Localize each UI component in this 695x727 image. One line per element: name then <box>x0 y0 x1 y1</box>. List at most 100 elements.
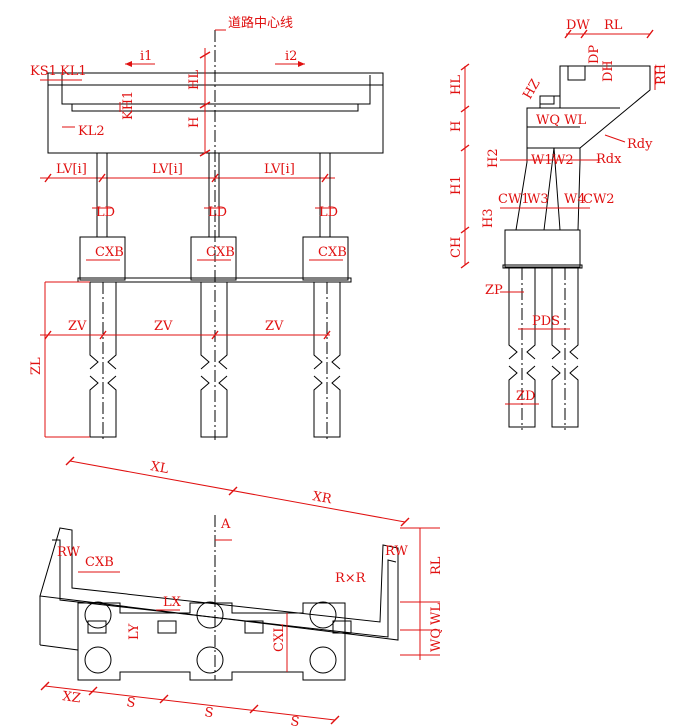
plan-pile-cap <box>77 602 346 681</box>
plan-dim-wl: WL <box>429 603 444 625</box>
tick <box>159 694 169 704</box>
pile-cap-left <box>79 236 126 281</box>
dim-cw1: CW1 <box>498 192 530 207</box>
dim-rl: RL <box>604 18 623 33</box>
dim-kl2: KL2 <box>78 124 105 139</box>
dim-cxb-1: CXB <box>95 245 124 260</box>
dim-cw2: CW2 <box>583 192 615 207</box>
plan-cap-outline <box>39 527 399 641</box>
dim-lx: LX <box>163 595 182 610</box>
bearing <box>332 620 352 634</box>
side-dim-h1: H1 <box>449 175 464 195</box>
plan-pile <box>196 601 224 629</box>
plan-piles <box>84 601 337 674</box>
dim-dh: DH <box>601 60 616 82</box>
dim-lv-2: LV[i] <box>152 162 183 177</box>
dim-ks1: KS1 <box>30 64 57 79</box>
bearing-pad <box>539 95 555 105</box>
dim-w2: W2 <box>552 153 574 168</box>
tick <box>44 330 52 340</box>
plan-cap-inner <box>52 539 397 638</box>
plan-pile <box>84 601 112 629</box>
dim-zv-1: ZV <box>68 319 87 334</box>
dim-rxr: R×R <box>335 571 367 586</box>
dim-lv-3: LV[i] <box>264 162 295 177</box>
pile-cap-center <box>190 236 237 281</box>
label-a: A <box>220 517 231 532</box>
side-pile-right <box>551 268 579 428</box>
dim-rdy: Rdy <box>627 137 653 152</box>
dim-s-line <box>44 685 336 721</box>
dim-w3: W3 <box>527 192 549 207</box>
slope-arrowhead-left <box>125 61 132 67</box>
plan-dim-rl: RL <box>429 556 444 575</box>
side-dim-ch: CH <box>449 237 464 258</box>
slope-i1: i1 <box>140 49 152 64</box>
dim-rdx: Rdx <box>596 152 622 167</box>
side-stem <box>515 148 581 231</box>
dim-s-2: S <box>203 705 214 721</box>
column-left <box>96 152 108 238</box>
dim-xz: XZ <box>61 689 81 706</box>
side-stem-inner <box>543 147 555 231</box>
dim-dw: DW <box>566 18 590 33</box>
tick <box>249 704 259 714</box>
tick <box>211 173 219 183</box>
dim-zv-3: ZV <box>265 319 284 334</box>
dim-ld-1: LD <box>96 205 115 220</box>
plan-dim-wq: WQ <box>429 628 444 652</box>
column-right <box>319 152 331 238</box>
dim-ly: LY <box>127 623 142 640</box>
dim-dp: DP <box>587 45 602 64</box>
bearing <box>244 620 264 634</box>
center-line-label: 道路中心线 <box>228 15 293 31</box>
tick <box>199 51 211 59</box>
tick <box>564 29 572 39</box>
dim-cxb-3: CXB <box>318 245 347 260</box>
plan-pile <box>196 646 224 674</box>
tick <box>460 144 470 152</box>
cap-beam <box>47 72 384 154</box>
side-pile-cap <box>504 229 581 268</box>
bearing <box>157 620 177 634</box>
slope-arrowhead-right <box>298 61 305 67</box>
tick <box>580 29 588 39</box>
pile-caps <box>77 236 352 283</box>
dim-zv-2: ZV <box>154 319 173 334</box>
dim-rh: RH <box>654 64 669 85</box>
plan-pile <box>309 646 337 674</box>
side-tie-beam <box>502 264 583 269</box>
dim-s-1: S <box>125 695 136 711</box>
dim-ld-3: LD <box>319 205 338 220</box>
dim-kl1: KL1 <box>60 64 87 79</box>
dim-cxb-2: CXB <box>206 245 235 260</box>
tick <box>330 715 340 725</box>
tick <box>400 517 410 527</box>
cap-beam-top <box>61 75 371 112</box>
dim-pds: PDS <box>532 314 560 329</box>
dim-hl: HL <box>187 70 202 90</box>
slope-i2: i2 <box>285 49 297 64</box>
tick <box>460 105 470 113</box>
dim-kh1: KH1 <box>121 91 136 120</box>
dim-wq-wl: WQ WL <box>536 113 587 128</box>
tick <box>88 686 98 696</box>
tick <box>323 330 331 340</box>
side-stem-inner <box>553 147 561 231</box>
tie-beam <box>77 277 352 283</box>
tick <box>646 29 654 39</box>
dim-cxl: CXL <box>272 624 287 652</box>
dim-w1: W1 <box>531 153 553 168</box>
plan-pile <box>84 646 112 674</box>
columns <box>96 152 331 238</box>
tick <box>98 173 106 183</box>
side-cap <box>526 65 651 149</box>
tick <box>199 101 211 109</box>
dim-xl-xr-line <box>69 460 406 523</box>
plan-pile <box>309 601 337 629</box>
plan-bearings <box>87 620 352 634</box>
tick <box>99 330 107 340</box>
tick <box>321 173 329 183</box>
dim-zp: ZP <box>485 283 503 298</box>
